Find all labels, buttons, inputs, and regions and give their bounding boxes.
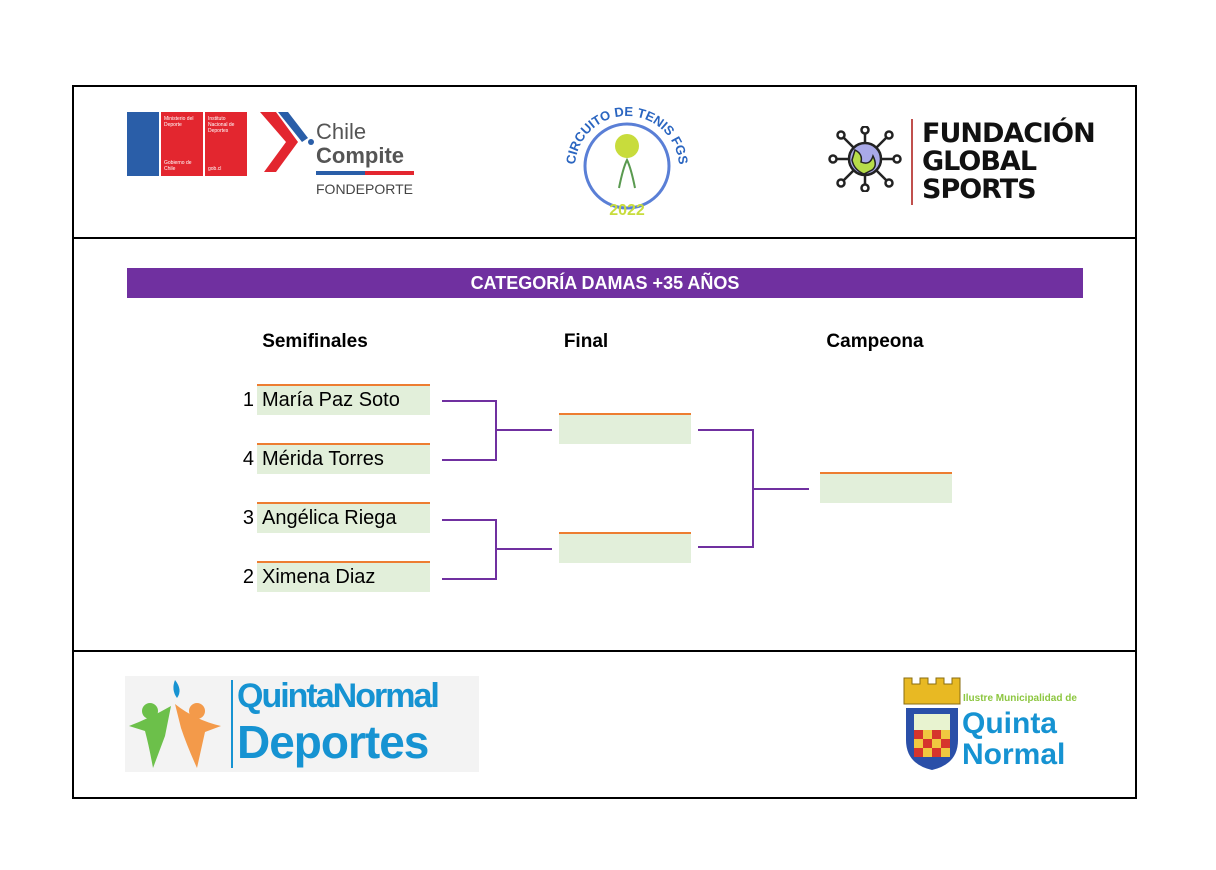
logo-text: FUNDACIÓN — [922, 118, 1096, 149]
logo-year: 2022 — [609, 202, 645, 219]
semifinal-slot: Ximena Diaz — [257, 561, 430, 592]
logo-text: Ministerio del Deporte — [164, 116, 194, 128]
bracket-line — [698, 429, 754, 431]
globe-network-icon — [828, 125, 902, 197]
semifinal-slot: Angélica Riega — [257, 502, 430, 533]
seed-number: 4 — [242, 448, 254, 470]
semifinals-heading: Semifinales — [262, 331, 368, 352]
logo-text: Gobierno de Chile — [164, 160, 192, 172]
logo-text: QuintaNormal — [237, 677, 440, 715]
seed-number: 2 — [242, 566, 254, 588]
semifinal-slot: María Paz Soto — [257, 384, 430, 415]
fundacion-global-sports-logo: FUNDACIÓN GLOBAL SPORTS — [922, 118, 1096, 205]
logo-divider — [911, 119, 913, 205]
bracket-line — [442, 578, 497, 580]
bracket-line — [752, 488, 809, 490]
logo-text: Chile — [316, 119, 367, 144]
people-figures-icon — [129, 680, 221, 768]
category-title: CATEGORÍA DAMAS +35 AÑOS — [127, 268, 1083, 298]
logo-text: gob.cl — [208, 166, 222, 172]
divider — [72, 650, 1137, 652]
bracket-line — [442, 400, 497, 402]
bracket-line — [442, 519, 497, 521]
bracket-line — [495, 548, 552, 550]
logo-text: Normal — [962, 738, 1066, 771]
bracket-line — [698, 546, 754, 548]
champion-heading: Campeona — [826, 331, 924, 352]
logo-text: SPORTS — [922, 174, 1037, 205]
logo-text: Instituto Nacional de Deportes — [208, 116, 235, 134]
logo-text: Compite — [316, 143, 404, 168]
logo-text: GLOBAL — [922, 146, 1037, 177]
municipal-coat-of-arms-icon — [900, 674, 964, 777]
divider — [72, 237, 1137, 239]
final-heading: Final — [563, 331, 609, 352]
bracket-line — [442, 459, 497, 461]
final-slot — [559, 413, 691, 444]
logo-text: FONDEPORTE — [316, 181, 413, 197]
circuito-tenis-logo: CIRCUITO DE TENIS FGS 2022 — [553, 98, 701, 222]
quinta-normal-deportes-logo: QuintaNormal Deportes — [125, 676, 479, 772]
champion-slot — [820, 472, 952, 503]
final-slot — [559, 532, 691, 563]
seed-number: 3 — [242, 507, 254, 529]
logo-text: Deportes — [237, 716, 429, 768]
semifinal-slot: Mérida Torres — [257, 443, 430, 474]
logo-text: Ilustre Municipalidad de — [963, 693, 1077, 704]
chile-compite-logo: Chile Compite FONDEPORTE — [316, 120, 414, 197]
bracket-line — [495, 429, 552, 431]
seed-number: 1 — [242, 389, 254, 411]
chile-compite-chevron-icon — [258, 108, 314, 179]
logo-text: Quinta — [962, 707, 1057, 740]
page-frame — [72, 85, 1137, 799]
